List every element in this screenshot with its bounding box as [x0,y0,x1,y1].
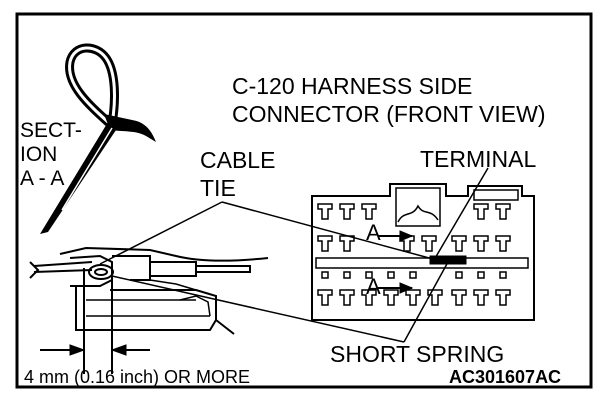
connector-cavities [315,203,529,306]
dimension-callout [40,268,150,374]
dimension-note: 4 mm (0.16 inch) OR MORE [24,367,250,387]
section-markers [378,230,414,294]
cable-tie-label-line-1: CABLE [200,147,275,173]
terminal-label: TERMINAL [420,146,537,172]
cable-tie-illustration [40,43,156,234]
connector-front-view [311,183,535,321]
figure-border [15,12,593,389]
connector-title-line-2: CONNECTOR (FRONT VIEW) [232,101,545,127]
cable-tie-label-line-2: TIE [200,175,236,201]
section-label-line-3: A - A [20,167,64,190]
section-marker-upper: A [366,220,381,245]
section-marker-lower: A [366,274,381,299]
section-label-line-2: ION [20,143,57,166]
short-spring-label: SHORT SPRING [330,341,504,367]
harness-cross-section [29,246,269,335]
leader-lines [99,167,489,343]
figure-code: AC301607AC [449,367,561,387]
section-label-line-1: SECT- [20,119,82,142]
short-spring-highlight [429,255,467,265]
connector-title-line-1: C-120 HARNESS SIDE [232,73,472,99]
